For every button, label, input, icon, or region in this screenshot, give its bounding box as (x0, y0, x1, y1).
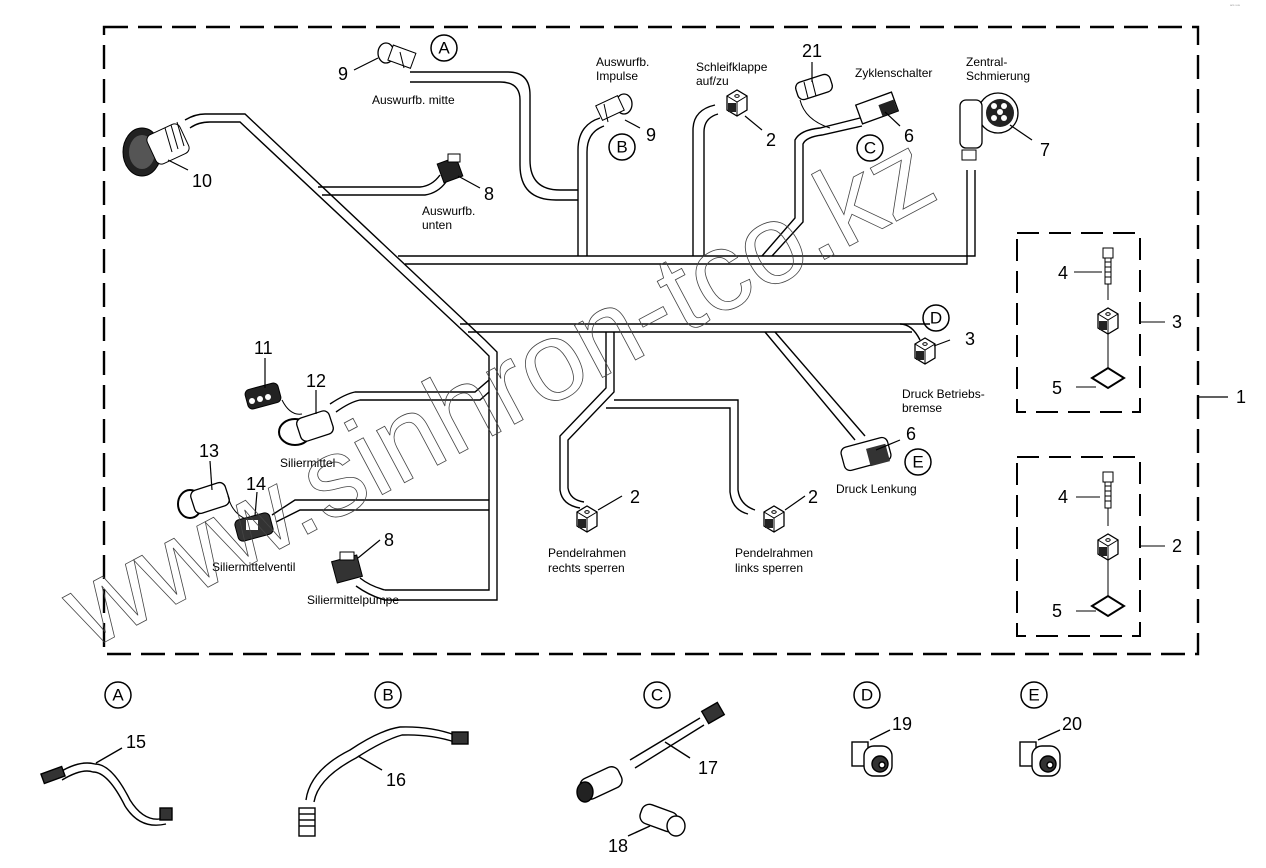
callout-6-zyklen[interactable]: 6 (904, 126, 914, 146)
label-auswurf-impulse-2: Impulse (596, 69, 638, 83)
detail-a-marker[interactable]: A (112, 686, 124, 705)
leader-lines (167, 57, 1033, 559)
callout-12[interactable]: 12 (306, 371, 326, 391)
sub-assembly-3 (1074, 247, 1165, 390)
connector-9-b[interactable] (595, 93, 633, 123)
harness-trunk (184, 71, 976, 601)
label-auswurf-impulse-1: Auswurfb. (596, 55, 649, 69)
detail-b-marker[interactable]: B (382, 686, 393, 705)
label-pendel-links-2: links sperren (735, 561, 803, 575)
connector-12[interactable] (278, 409, 335, 446)
callout-4-top[interactable]: 4 (1058, 263, 1068, 283)
callout-21[interactable]: 21 (802, 41, 822, 61)
callout-10[interactable]: 10 (192, 171, 212, 191)
connector-2-rechts[interactable] (576, 505, 598, 533)
callout-3-box[interactable]: 3 (1172, 312, 1182, 332)
detail-circles-bottom (104, 681, 1048, 709)
label-pendel-rechts-2: rechts sperren (548, 561, 625, 575)
label-schleifklappe-1: Schleifklappe (696, 60, 768, 74)
callout-2-links[interactable]: 2 (808, 487, 818, 507)
connector-14[interactable] (234, 512, 274, 543)
sub-assembly-2-frame (1016, 456, 1141, 637)
label-druck-betrieb-2: bremse (902, 401, 942, 415)
callout-1[interactable]: 1 (1236, 387, 1246, 407)
sub-assembly-3-frame (1016, 232, 1141, 413)
callout-13[interactable]: 13 (199, 441, 219, 461)
detail-marker-circles (430, 34, 950, 476)
callout-6-lenkung[interactable]: 6 (906, 424, 916, 444)
label-zentral-2: Schmierung (966, 69, 1030, 83)
label-auswurf-unten-1: Auswurfb. (422, 204, 475, 218)
connector-3-druck-betrieb[interactable] (914, 337, 936, 365)
marker-e[interactable]: E (912, 453, 923, 472)
callout-2-schleifklappe[interactable]: 2 (766, 130, 776, 150)
label-druck-lenkung: Druck Lenkung (836, 482, 917, 496)
callout-18[interactable]: 18 (608, 836, 628, 856)
label-zyklenschalter: Zyklenschalter (855, 66, 932, 80)
sub-assembly-2 (1076, 471, 1165, 618)
connector-13[interactable] (177, 481, 249, 521)
marker-b[interactable]: B (616, 138, 627, 157)
connector-7-zentral[interactable] (959, 92, 1019, 161)
connector-6-lenkung[interactable] (840, 436, 893, 472)
callout-2-rechts[interactable]: 2 (630, 487, 640, 507)
callout-3-druck[interactable]: 3 (965, 329, 975, 349)
callout-16[interactable]: 16 (386, 770, 406, 790)
connector-2-links[interactable] (763, 505, 785, 533)
label-siliermittelpumpe: Siliermittelpumpe (307, 593, 399, 607)
callout-19[interactable]: 19 (892, 714, 912, 734)
label-auswurf-unten-2: unten (422, 218, 452, 232)
marker-a[interactable]: A (438, 39, 450, 58)
label-druck-betrieb-1: Druck Betriebs- (902, 387, 985, 401)
part-18-plug[interactable] (627, 802, 686, 837)
part-16-cable[interactable] (298, 726, 469, 837)
detail-e-marker[interactable]: E (1028, 686, 1039, 705)
detail-d-marker[interactable]: D (861, 686, 873, 705)
callout-11[interactable]: 11 (254, 338, 273, 358)
label-pendel-rechts-1: Pendelrahmen (548, 546, 626, 560)
callout-4-bottom[interactable]: 4 (1058, 487, 1068, 507)
callout-5-bottom[interactable]: 5 (1052, 601, 1062, 621)
label-pendel-links-1: Pendelrahmen (735, 546, 813, 560)
assembly-frame (102, 25, 1200, 656)
connector-9-a[interactable] (377, 42, 417, 69)
connector-10[interactable] (122, 121, 191, 177)
corner-mark: ᵃᶜᵒ ᵘᵘᵘ (1230, 3, 1241, 8)
callout-9-b[interactable]: 9 (646, 125, 656, 145)
marker-d[interactable]: D (930, 309, 942, 328)
callout-14[interactable]: 14 (246, 474, 266, 494)
label-siliermittel: Siliermittel (280, 456, 335, 470)
label-auswurf-mitte: Auswurfb. mitte (372, 93, 455, 107)
marker-c[interactable]: C (864, 139, 876, 158)
callout-2-box[interactable]: 2 (1172, 536, 1182, 556)
callout-7[interactable]: 7 (1040, 140, 1050, 160)
part-20-sensor[interactable] (1019, 729, 1061, 777)
connector-11[interactable] (244, 382, 303, 415)
callout-17[interactable]: 17 (698, 758, 718, 778)
part-15-cable[interactable] (40, 747, 173, 826)
callout-8-top[interactable]: 8 (484, 184, 494, 204)
callout-8-pumpe[interactable]: 8 (384, 530, 394, 550)
callout-20[interactable]: 20 (1062, 714, 1082, 734)
connector-2-schleifklappe[interactable] (726, 89, 748, 117)
callout-9-a[interactable]: 9 (338, 64, 348, 84)
label-schleifklappe-2: auf/zu (696, 74, 729, 88)
detail-c-marker[interactable]: C (651, 686, 663, 705)
label-zentral-1: Zentral- (966, 55, 1007, 69)
callout-15[interactable]: 15 (126, 732, 146, 752)
part-19-sensor[interactable] (851, 729, 893, 777)
part-17-cable[interactable] (576, 701, 726, 803)
connector-6-zyklen[interactable] (854, 91, 900, 125)
callout-5-top[interactable]: 5 (1052, 378, 1062, 398)
connector-8-top[interactable] (436, 153, 464, 184)
connector-21[interactable] (794, 73, 834, 129)
connector-8-pumpe[interactable] (330, 551, 364, 584)
label-siliermittelventil: Siliermittelventil (212, 560, 295, 574)
